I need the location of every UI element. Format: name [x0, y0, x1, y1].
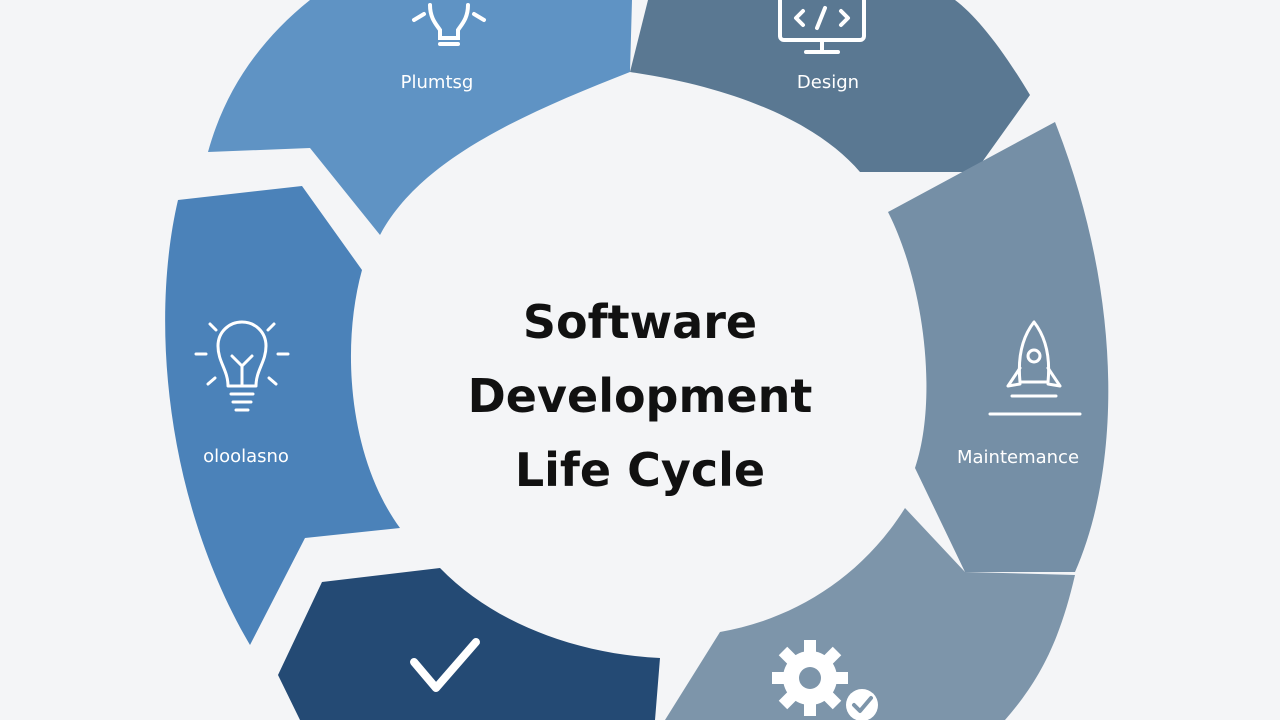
diagram-title: Software Development Life Cycle	[440, 285, 840, 507]
segment-maintenance-label: Maintemance	[957, 447, 1079, 468]
segment-development-label: oloolasno	[203, 446, 289, 467]
segment-testing-shape	[665, 508, 1075, 720]
segment-design-label: Design	[797, 72, 859, 93]
gear-check-icon	[772, 640, 878, 720]
segment-design: Design	[630, 0, 1030, 172]
segment-design-shape	[630, 0, 1030, 172]
segment-development: oloolasno	[165, 186, 400, 645]
lightbulb-icon	[194, 320, 290, 412]
segment-development-shape	[165, 186, 400, 645]
segment-planning: Plumtsg	[208, 0, 632, 235]
checkmark-icon	[410, 638, 480, 692]
diagram-title-line3: Life Cycle	[514, 443, 766, 497]
segment-deployment	[278, 568, 660, 720]
segment-planning-shape	[208, 0, 632, 235]
segment-maintenance-shape	[888, 122, 1109, 572]
diagram-title-line1: Software	[522, 295, 758, 349]
rocket-icon	[988, 320, 1082, 416]
segment-planning-label: Plumtsg	[401, 72, 474, 93]
lightbulb-icon	[412, 3, 486, 46]
code-monitor-icon	[778, 0, 866, 54]
segment-testing	[665, 508, 1075, 720]
segment-maintenance: Maintemance	[888, 122, 1109, 572]
diagram-title-line2: Development	[467, 369, 813, 423]
